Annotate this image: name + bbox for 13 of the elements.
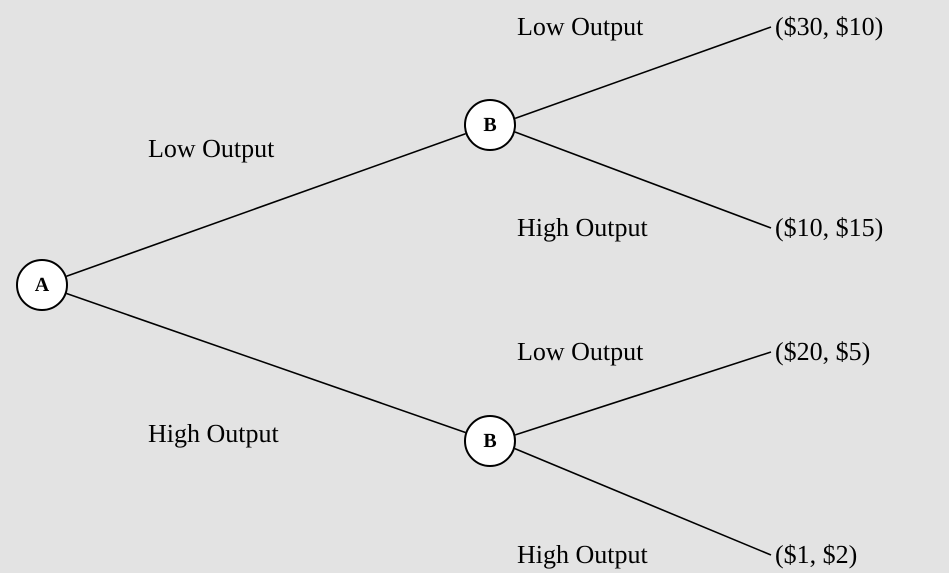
payoff-text: ($30, $10) — [775, 12, 884, 42]
payoff-text: ($10, $15) — [775, 213, 884, 243]
branch-line — [66, 133, 466, 277]
branch-line — [514, 131, 772, 229]
branch-line — [514, 26, 772, 120]
decision-node: A — [16, 259, 68, 311]
decision-node: B — [464, 99, 516, 151]
branch-line — [514, 448, 772, 556]
branch-line — [66, 292, 466, 434]
payoff-text: ($20, $5) — [775, 337, 870, 367]
decision-node: B — [464, 415, 516, 467]
branch-line — [515, 351, 772, 436]
payoff-text: ($1, $2) — [775, 540, 858, 570]
